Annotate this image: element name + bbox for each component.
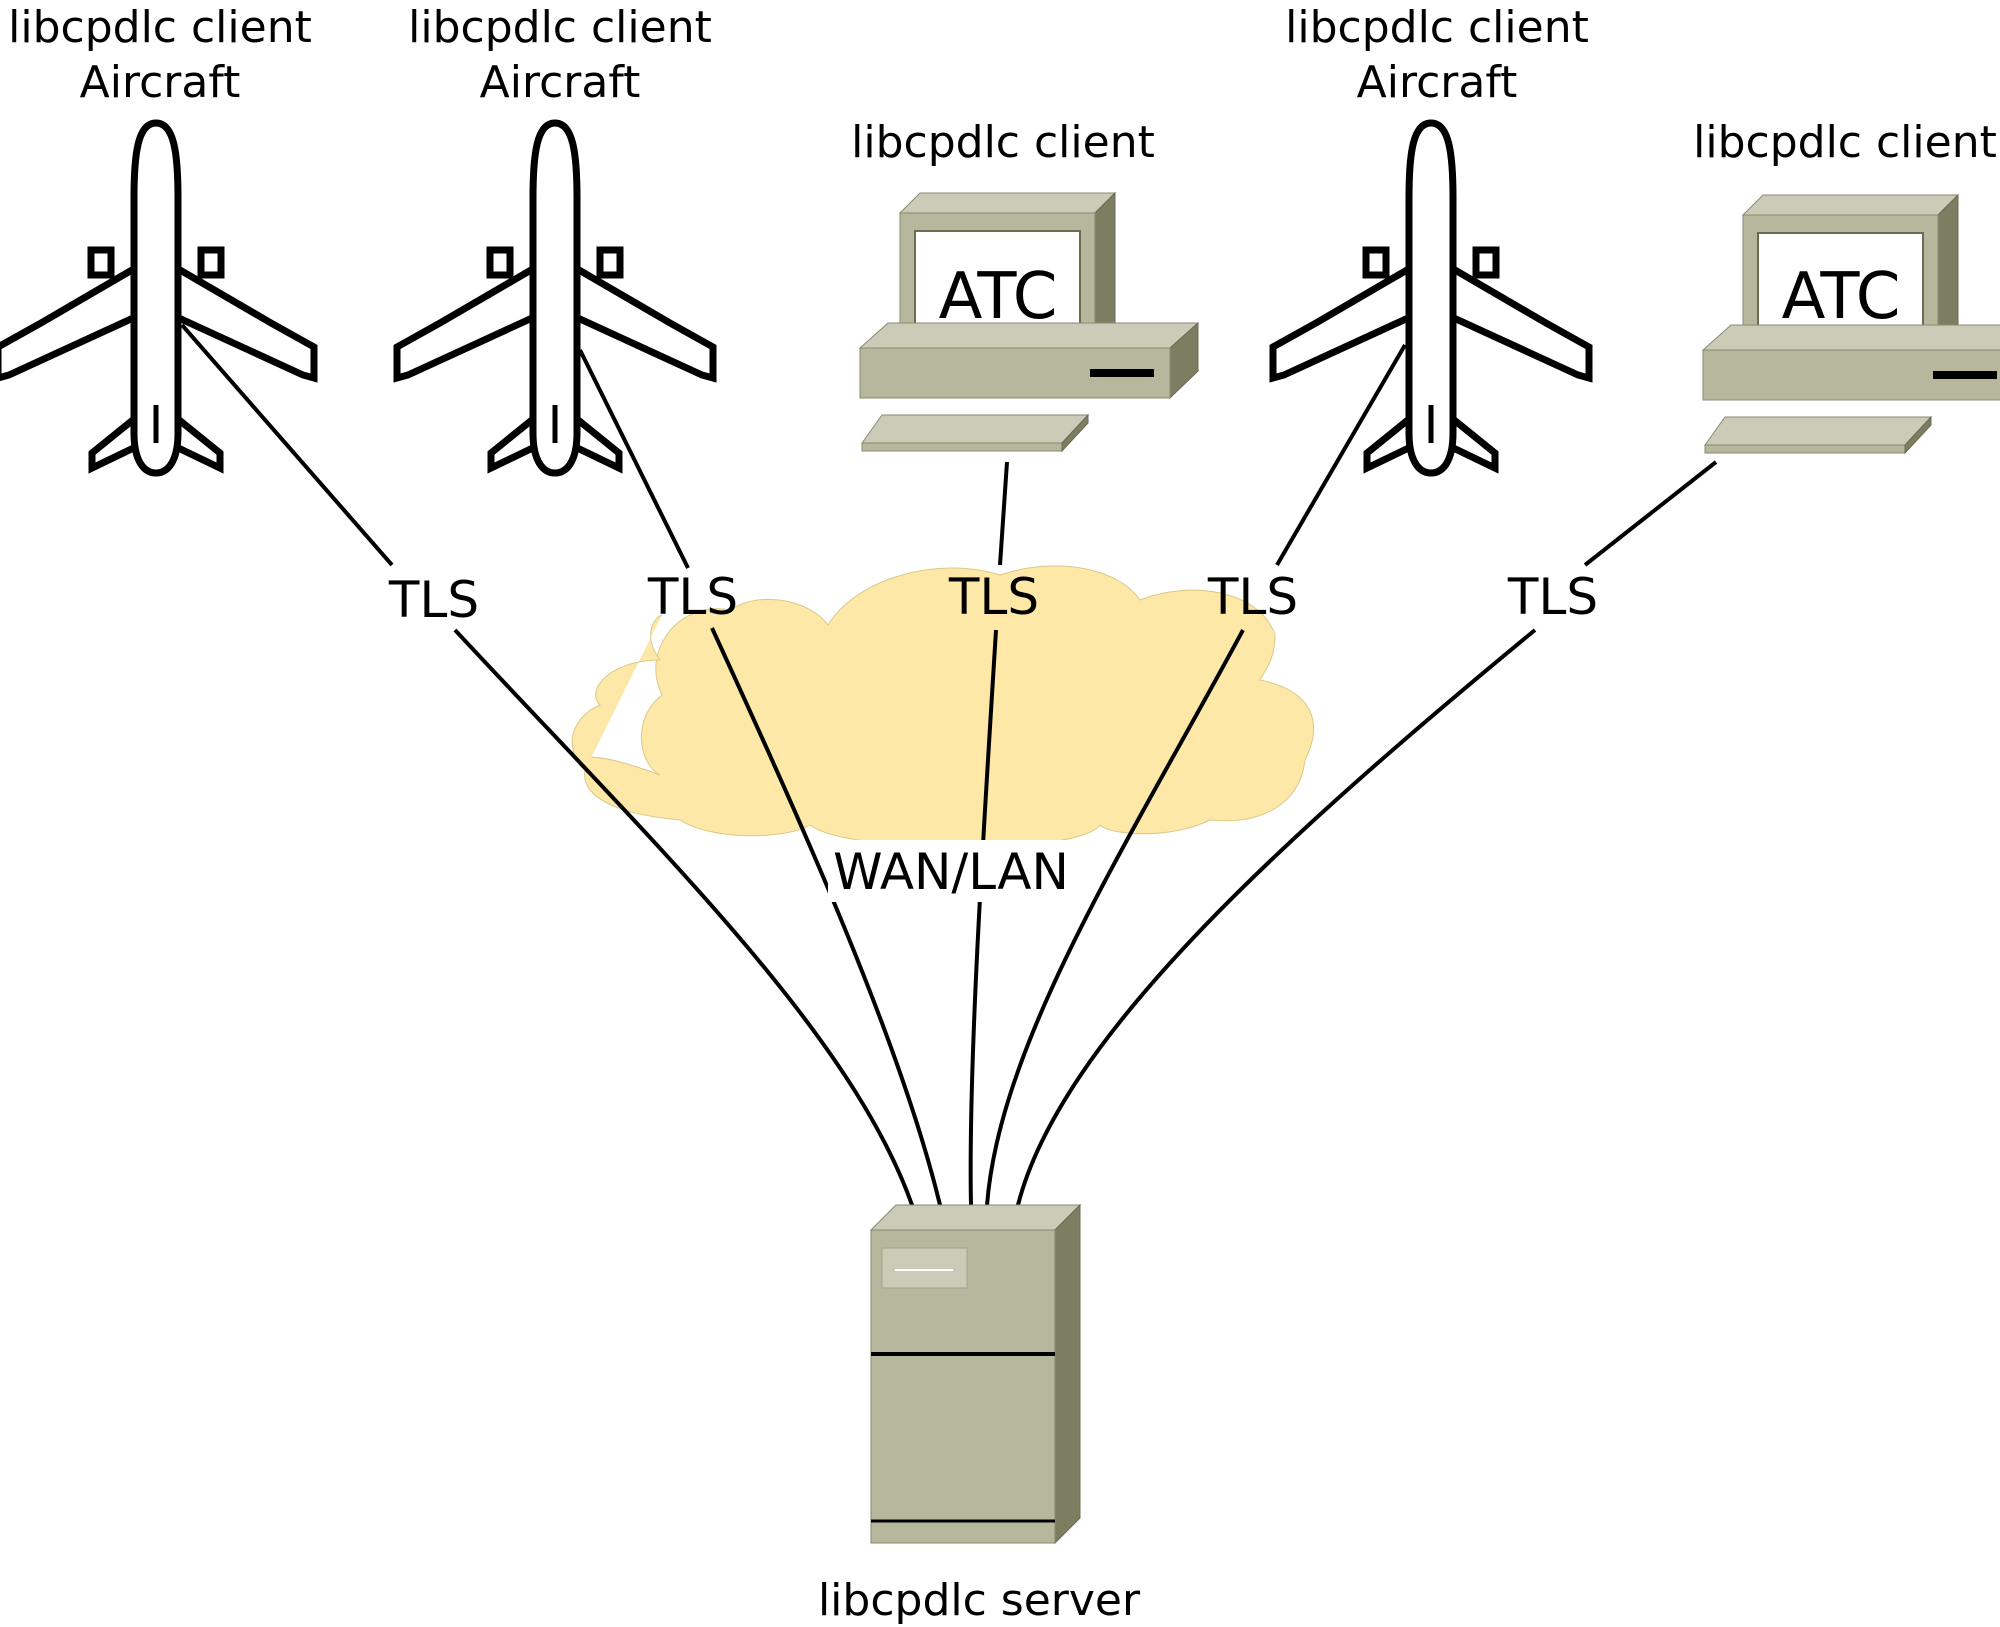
tls-label-2: TLS bbox=[647, 568, 738, 626]
network-label: WAN/LAN bbox=[833, 843, 1069, 901]
aircraft-3-type-label: Aircraft bbox=[1357, 57, 1518, 108]
link-atc-1 bbox=[968, 461, 1009, 1206]
link-aircraft-3 bbox=[985, 343, 1407, 1206]
atc-1-client-label: libcpdlc client bbox=[851, 117, 1155, 168]
aircraft-2-icon bbox=[397, 123, 713, 473]
atc-2-screen-label: ATC bbox=[1782, 260, 1901, 334]
network-cloud bbox=[578, 565, 1314, 847]
aircraft-3-client-label: libcpdlc client bbox=[1285, 2, 1589, 53]
server-label: libcpdlc server bbox=[818, 1575, 1141, 1626]
aircraft-3-icon bbox=[1273, 123, 1589, 473]
aircraft-1-type-label: Aircraft bbox=[80, 57, 241, 108]
cloud-puff bbox=[571, 614, 663, 771]
network-label-bg bbox=[828, 840, 1075, 902]
tls-label-4: TLS bbox=[1207, 568, 1298, 626]
link-atc-2 bbox=[1016, 460, 1718, 1206]
aircraft-2-client-label: libcpdlc client bbox=[408, 2, 712, 53]
link-aircraft-1 bbox=[180, 323, 914, 1206]
tls-label-5: TLS bbox=[1507, 568, 1598, 626]
aircraft-2-type-label: Aircraft bbox=[480, 57, 641, 108]
tls-label-1: TLS bbox=[388, 571, 479, 629]
tls-label-3: TLS bbox=[948, 568, 1039, 626]
link-aircraft-2 bbox=[578, 349, 942, 1206]
aircraft-1-client-label: libcpdlc client bbox=[8, 2, 312, 53]
atc-1-screen-label: ATC bbox=[939, 260, 1058, 334]
server-icon bbox=[869, 1203, 1082, 1545]
atc-2-client-label: libcpdlc client bbox=[1693, 117, 1997, 168]
